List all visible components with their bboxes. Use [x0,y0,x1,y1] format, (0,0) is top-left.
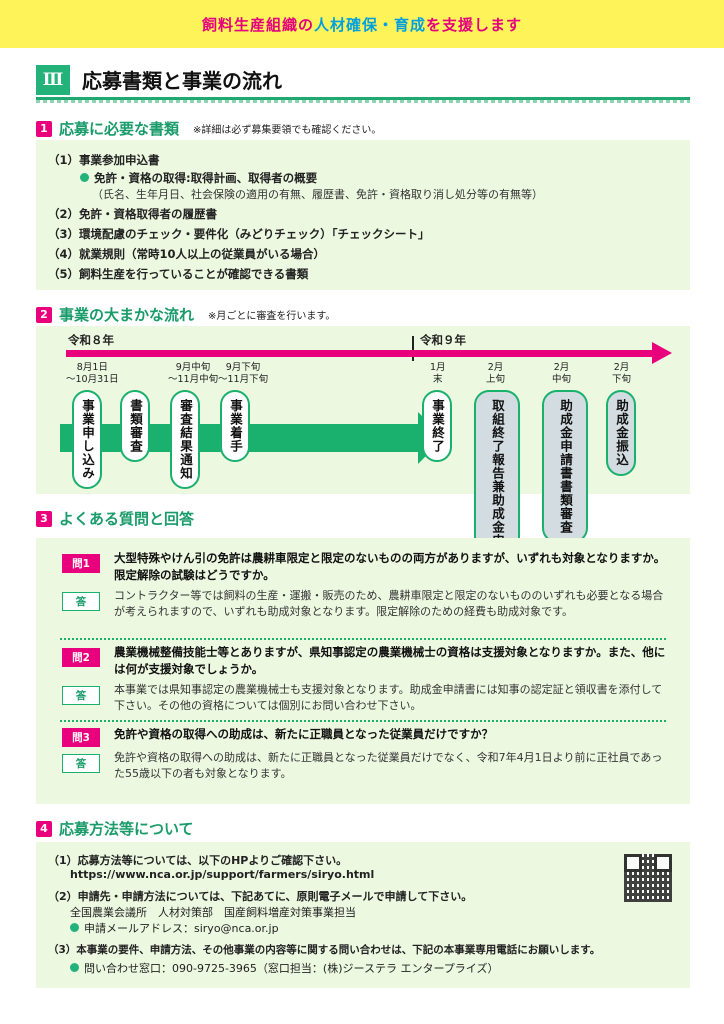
doc-item: （1）事業参加申込書 [48,153,160,167]
top-banner: 飼料生産組織の人材確保・育成を支援します [0,0,724,48]
doc-subnote: （氏名、生年月日、社会保険の適用の有無、履歴書、免許・資格取り消し処分等の有無等… [92,188,543,201]
question-text: 農業機械整備技能士等とありますが、県知事認定の農業機械士の資格は支援対象となりま… [114,645,666,676]
step-date: 9月下旬～11月下旬 [218,362,269,385]
step-pill: 事業申し込み [72,390,102,489]
bullet-icon [70,923,79,932]
question-badge: 問2 [62,648,100,667]
section-number-badge: Ⅲ [36,64,70,95]
question-badge: 問3 [62,728,100,747]
banner-text: 飼料生産組織の人材確保・育成を支援します [201,15,523,34]
heading-number: 3 [36,510,52,527]
answer-badge: 答 [62,592,100,611]
apply-heading: 4 応募方法等について [36,818,194,839]
doc-subitem: 免許・資格の取得:取得計画、取得者の概要 [80,170,317,186]
faq-separator [60,638,666,640]
flow-heading: 2 事業の大まかな流れ ※月ごとに審査を行います。 [36,304,335,325]
apply-item: （3）本事業の要件、申請方法、その他事業の内容等に関する問い合わせは、下記の本事… [48,944,601,956]
year-label: 令和９年 [420,333,466,347]
bullet-icon [70,963,79,972]
question-text: 免許や資格の取得への助成は、新たに正職員となった従業員だけですか？ [114,727,494,741]
year-label: 令和８年 [68,333,114,347]
answer-text: コントラクター等では飼料の生産・運搬・販売のため、農耕車限定と限定のないもののい… [114,589,664,618]
step-date: 2月下旬 [612,362,632,385]
faq-separator [60,720,666,722]
step-pill: 助成金振込 [606,390,636,476]
apply-box: （1）応募方法等については、以下のHPよりご確認下さい。 https://www… [36,842,690,988]
heading-note: ※月ごとに審査を行います。 [208,311,336,322]
answer-text: 免許や資格の取得への助成は、新たに正職員となった従業員だけでなく、令和7年4月1… [114,751,663,780]
step-date: 1月末 [430,362,446,385]
required-docs-heading: 1 応募に必要な書類 ※詳細は必ず募集要領でも確認ください。 [36,118,381,139]
contact-phone[interactable]: 問い合わせ窓口：090-9725-3965（窓口担当：(株)ジーステラ エンター… [70,960,498,976]
apply-item: （2）申請先・申請方法については、下記あてに、原則電子メールで申請して下さい。 [48,890,473,903]
answer-badge: 答 [62,686,100,705]
heading-note: ※詳細は必ず募集要領でも確認ください。 [193,125,382,136]
answer-badge: 答 [62,754,100,773]
faq-heading: 3 よくある質問と回答 [36,508,194,529]
step-pill: 事業着手 [220,390,250,462]
heading-title: 応募方法等について [59,820,194,838]
step-pill: 助成金申請書書類審査 [542,390,588,543]
section-divider [36,100,690,103]
office-name: 全国農業会議所 人材対策部 国産飼料増産対策事業担当 [70,906,356,919]
step-pill: 事業終了 [422,390,452,462]
timeline-arrowhead-icon [652,342,672,364]
step-date: 2月上旬 [486,362,506,385]
email-line[interactable]: 申請メールアドレス：siryo@nca.or.jp [70,920,279,936]
question-badge: 問1 [62,554,100,573]
heading-number: 2 [36,306,52,323]
doc-item: （4）就業規則（常時10人以上の従業員がいる場合） [48,247,326,261]
doc-item: （5）飼料生産を行っていることが確認できる書類 [48,267,309,281]
doc-item: （3）環境配慮のチェック・要件化（みどりチェック）「チェックシート」 [48,227,430,241]
step-date: 8月1日～10月31日 [66,362,119,385]
doc-item: （2）免許・資格取得者の履歴書 [48,207,217,221]
section-title: 応募書類と事業の流れ [82,69,282,93]
heading-number: 4 [36,820,52,837]
step-pill: 書類審査 [120,390,150,462]
step-date: 9月中旬～11月中旬 [168,362,219,385]
year-divider [412,336,414,361]
heading-title: 応募に必要な書類 [59,120,180,138]
heading-title: 事業の大まかな流れ [59,306,195,324]
apply-item: （1）応募方法等については、以下のHPよりご確認下さい。 [48,854,348,867]
bullet-icon [80,173,89,182]
step-pill: 審査結果通知 [170,390,200,489]
timeline-arrow [66,350,654,357]
homepage-link[interactable]: https://www.nca.or.jp/support/farmers/si… [70,868,375,881]
flow-timeline: 令和８年 令和９年 8月1日～10月31日 9月中旬～11月中旬 9月下旬～11… [36,326,690,584]
qr-code-icon[interactable] [624,854,672,902]
answer-text: 本事業では県知事認定の農業機械士も支援対象となります。助成金申請書には知事の認定… [114,683,663,712]
question-text: 大型特殊やけん引の免許は農耕車限定と限定のないものの両方がありますが、いずれも対… [114,551,666,582]
faq-box: 問1 大型特殊やけん引の免許は農耕車限定と限定のないものの両方がありますが、いず… [36,538,690,804]
step-date: 2月中旬 [552,362,572,385]
required-docs-box: （1）事業参加申込書 免許・資格の取得:取得計画、取得者の概要 （氏名、生年月日… [36,140,690,290]
heading-number: 1 [36,120,52,137]
heading-title: よくある質問と回答 [59,510,195,528]
section-header: Ⅲ 応募書類と事業の流れ [36,62,690,100]
